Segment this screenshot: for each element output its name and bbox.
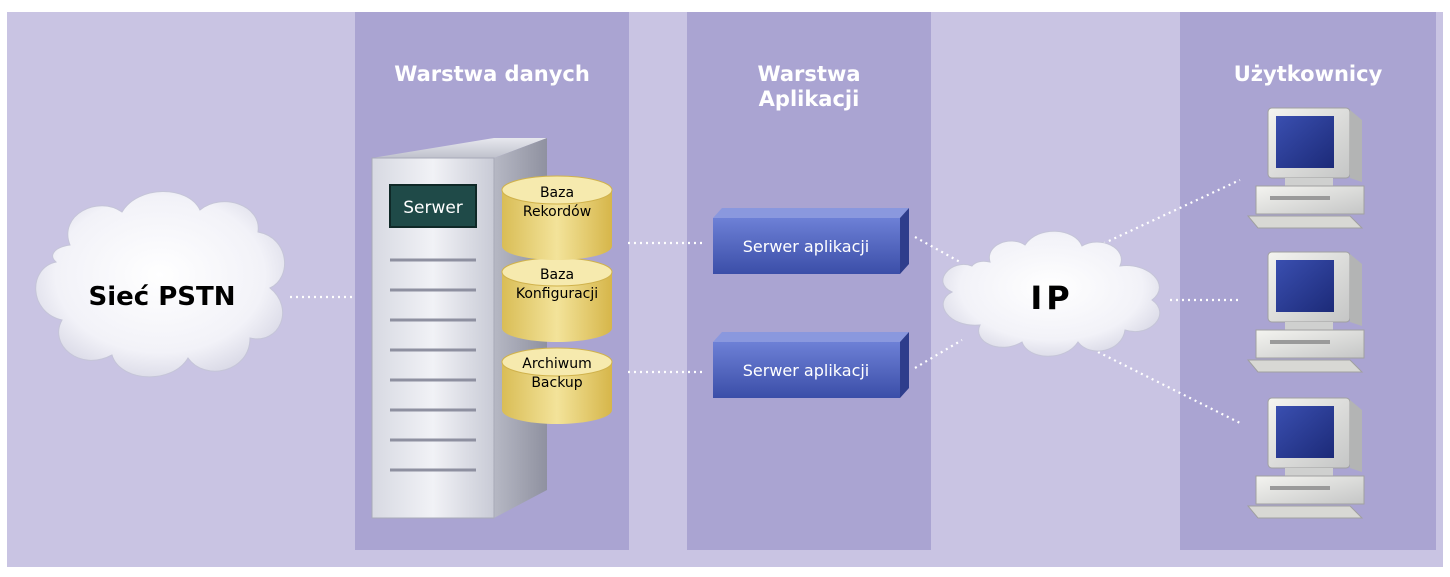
pstn-cloud [35, 191, 285, 378]
app-server-1 [713, 208, 909, 274]
app-server-2-label: Serwer aplikacji [743, 361, 870, 380]
computer-1-icon [1246, 107, 1365, 229]
server-label: Serwer [403, 198, 463, 218]
database-archive [501, 347, 613, 424]
drive-bays [390, 258, 476, 472]
link-app1-ip [914, 236, 961, 263]
db-config-line2: Konfiguracji [516, 286, 598, 302]
db-records-line2: Rekordów [523, 204, 591, 220]
ip-cloud [942, 230, 1161, 357]
db-archive-line2: Backup [531, 375, 582, 391]
db-config-line1: Baza [540, 267, 574, 283]
db-archive-line1: Archiwum [522, 356, 591, 372]
connections [290, 179, 1241, 424]
pstn-label: Sieć PSTN [88, 282, 235, 312]
db-records-line1: Baza [540, 185, 574, 201]
link-ip-pc1 [1097, 179, 1241, 247]
link-ip-pc3 [1097, 351, 1241, 424]
database-records [501, 175, 613, 260]
computer-2-icon [1246, 251, 1365, 373]
data-layer-title: Warstwa danych [394, 62, 590, 86]
link-app2-ip [914, 339, 963, 369]
ip-label: IP [1030, 279, 1073, 317]
app-layer-title-line2: Aplikacji [758, 87, 860, 111]
app-layer-column: Warstwa Aplikacji [687, 12, 931, 550]
app-layer-title-line1: Warstwa [757, 62, 861, 86]
app-server-1-label: Serwer aplikacji [743, 237, 870, 256]
app-server-2 [713, 332, 909, 398]
server-screen [389, 184, 477, 228]
users-layer-title: Użytkownicy [1233, 62, 1383, 86]
computer-3-icon [1246, 397, 1365, 519]
database-config [501, 257, 613, 342]
